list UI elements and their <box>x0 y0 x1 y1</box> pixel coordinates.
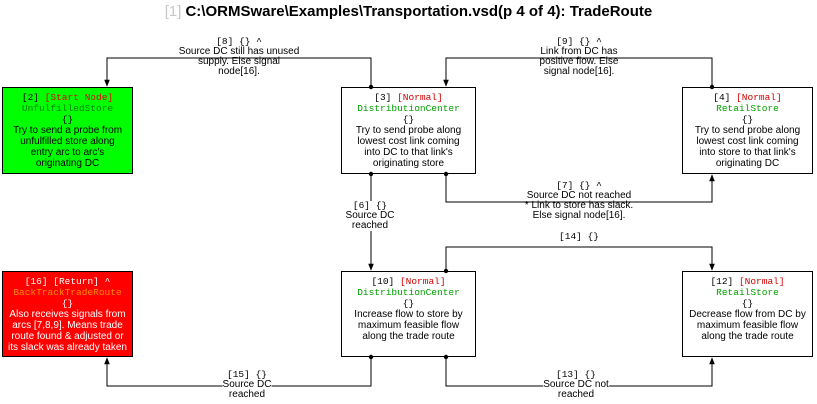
arc-9-line-2: positive flow. Else <box>539 56 619 67</box>
node-4-type: [Normal] <box>736 92 782 103</box>
node-2-unfulfilled-store[interactable]: [2] [Start Node] UnfulfilledStore {} Try… <box>2 87 133 174</box>
node-2-name: UnfulfilledStore <box>21 103 114 114</box>
node-4-desc-4: originating DC <box>715 158 780 169</box>
arc-7-line-3: Else signal node[16]. <box>532 210 626 221</box>
arc-14-head: [14] {} <box>559 231 599 242</box>
arc-13-head: [13] {} <box>556 369 596 380</box>
page-number: [1] <box>164 3 182 20</box>
arc-7-line-2: * Link to store has slack. <box>524 200 634 211</box>
node-4-desc-1: Try to send probe along <box>694 125 801 136</box>
node-3-distribution-center[interactable]: [3] [Normal] DistributionCenter {} Try t… <box>341 87 476 174</box>
node-4-name: RetailStore <box>716 103 779 114</box>
node-3-id: [3] <box>374 92 392 103</box>
arc-8-line-2: supply. Else signal <box>197 56 281 67</box>
node-10-name: DistributionCenter <box>357 287 460 298</box>
node-10-type: [Normal] <box>399 276 446 287</box>
node-16-desc-1: Also receives signals from <box>9 309 126 320</box>
node-10-desc-1: Increase flow to store by <box>354 309 463 320</box>
arc-15-head: [15] {} <box>227 369 267 380</box>
node-3-desc-1: Try to send probe along <box>355 125 462 136</box>
node-16-backtrack-trade-route[interactable]: [16] [Return] ^ BackTrackTradeRoute {} A… <box>2 271 133 357</box>
arc-6-origin <box>368 171 374 177</box>
node-4-braces: {} <box>741 114 754 125</box>
arc-8-head: [8] {} ^ <box>216 36 262 47</box>
arc-15-label: [15] {} Source DC reached <box>222 369 272 400</box>
arc-6-head: [6] {} <box>352 200 388 211</box>
node-16-type: [Return] <box>53 276 99 287</box>
arc-8-line-1: Source DC still has unused <box>178 46 300 57</box>
node-10-braces: {} <box>402 298 415 309</box>
arc-7-line-1: Source DC not reached <box>526 190 632 201</box>
node-12-desc-3: along the trade route <box>701 331 794 342</box>
node-2-id: [2] <box>21 92 39 103</box>
node-4-desc-2: lowest cost link coming <box>696 136 799 147</box>
node-12-type: [Normal] <box>738 276 785 287</box>
node-16-id: [16] <box>24 276 48 287</box>
node-4-id: [4] <box>713 92 731 103</box>
node-12-id: [12] <box>710 276 734 287</box>
node-12-name: RetailStore <box>716 287 779 298</box>
page-title: [1]C:\ORMSware\Examples\Transportation.v… <box>0 3 817 20</box>
node-3-name: DistributionCenter <box>357 103 460 114</box>
node-16-suffix: ^ <box>104 276 111 287</box>
node-2-type: [Start Node] <box>44 92 114 103</box>
node-16-desc-4: its slack was already taken <box>8 342 127 353</box>
arc-9-line-3: signal node[16]. <box>543 66 615 77</box>
node-16-braces: {} <box>61 298 74 309</box>
node-10-desc-2: maximum feasible flow <box>357 320 460 331</box>
arc-8-line[interactable] <box>104 57 372 87</box>
node-12-retail-store[interactable]: [12] [Normal] RetailStore {} Decrease fl… <box>682 271 813 357</box>
node-2-desc-4: originating DC <box>35 158 100 169</box>
node-3-type: [Normal] <box>397 92 443 103</box>
node-10-desc-3: along the trade route <box>362 331 455 342</box>
arc-7-label: [7] {} ^ Source DC not reached * Link to… <box>525 181 633 221</box>
node-12-desc-1: Decrease flow from DC by <box>689 309 806 320</box>
arc-14-label: [14] {} <box>559 232 599 242</box>
node-10-id: [10] <box>371 276 395 287</box>
node-2-desc-2: unfulfilled store along <box>20 136 115 147</box>
node-12-braces: {} <box>741 298 754 309</box>
node-3-desc-4: originating store <box>372 158 445 169</box>
node-4-desc-3: into store to that link's <box>699 147 796 158</box>
arc-13-line-1: Source DC not <box>543 379 609 390</box>
arc-6-label: [6] {} Source DC reached <box>345 200 395 231</box>
arc-14-origin <box>443 268 449 274</box>
arc-9-line[interactable] <box>443 57 713 87</box>
node-3-desc-2: lowest cost link coming <box>357 136 460 147</box>
arc-6-line-2: reached <box>351 220 389 231</box>
arc-9-line-1: Link from DC has <box>540 46 618 57</box>
arc-6-line-1: Source DC <box>345 210 395 221</box>
arc-9-label: [9] {} ^ Link from DC has positive flow.… <box>540 37 619 77</box>
node-16-desc-3: route found & adjusted or <box>11 331 124 342</box>
arc-13-origin <box>443 354 449 360</box>
arc-7-head: [7] {} ^ <box>556 180 602 191</box>
node-12-desc-2: maximum feasible flow <box>696 320 799 331</box>
node-2-desc-1: Try to send a probe from <box>12 125 123 136</box>
arc-13-label: [13] {} Source DC not reached <box>543 370 609 400</box>
node-3-desc-3: into DC to that link's <box>364 147 453 158</box>
arc-8-label: [8] {} ^ Source DC still has unused supp… <box>179 37 300 77</box>
node-16-name: BackTrackTradeRoute <box>13 287 122 298</box>
arc-15-origin <box>368 354 374 360</box>
page-title-text: C:\ORMSware\Examples\Transportation.vsd(… <box>185 3 653 20</box>
arc-7-line[interactable] <box>445 174 715 203</box>
node-4-retail-store[interactable]: [4] [Normal] RetailStore {} Try to send … <box>682 87 813 174</box>
arc-14-line[interactable] <box>445 246 715 271</box>
arc-7-origin <box>443 171 449 177</box>
arc-15-line-1: Source DC <box>222 379 272 390</box>
node-16-desc-2: arcs [7,8,9]. Means trade <box>12 320 123 331</box>
node-2-desc-3: entry arc to arc's <box>30 147 105 158</box>
node-2-braces: {} <box>61 114 74 125</box>
arc-8-line-3: node[16]. <box>218 66 260 77</box>
arc-15-line-2: reached <box>228 389 266 400</box>
node-10-distribution-center[interactable]: [10] [Normal] DistributionCenter {} Incr… <box>341 271 476 357</box>
node-3-braces: {} <box>402 114 415 125</box>
arc-13-line-2: reached <box>557 389 595 400</box>
arc-9-head: [9] {} ^ <box>556 36 602 47</box>
